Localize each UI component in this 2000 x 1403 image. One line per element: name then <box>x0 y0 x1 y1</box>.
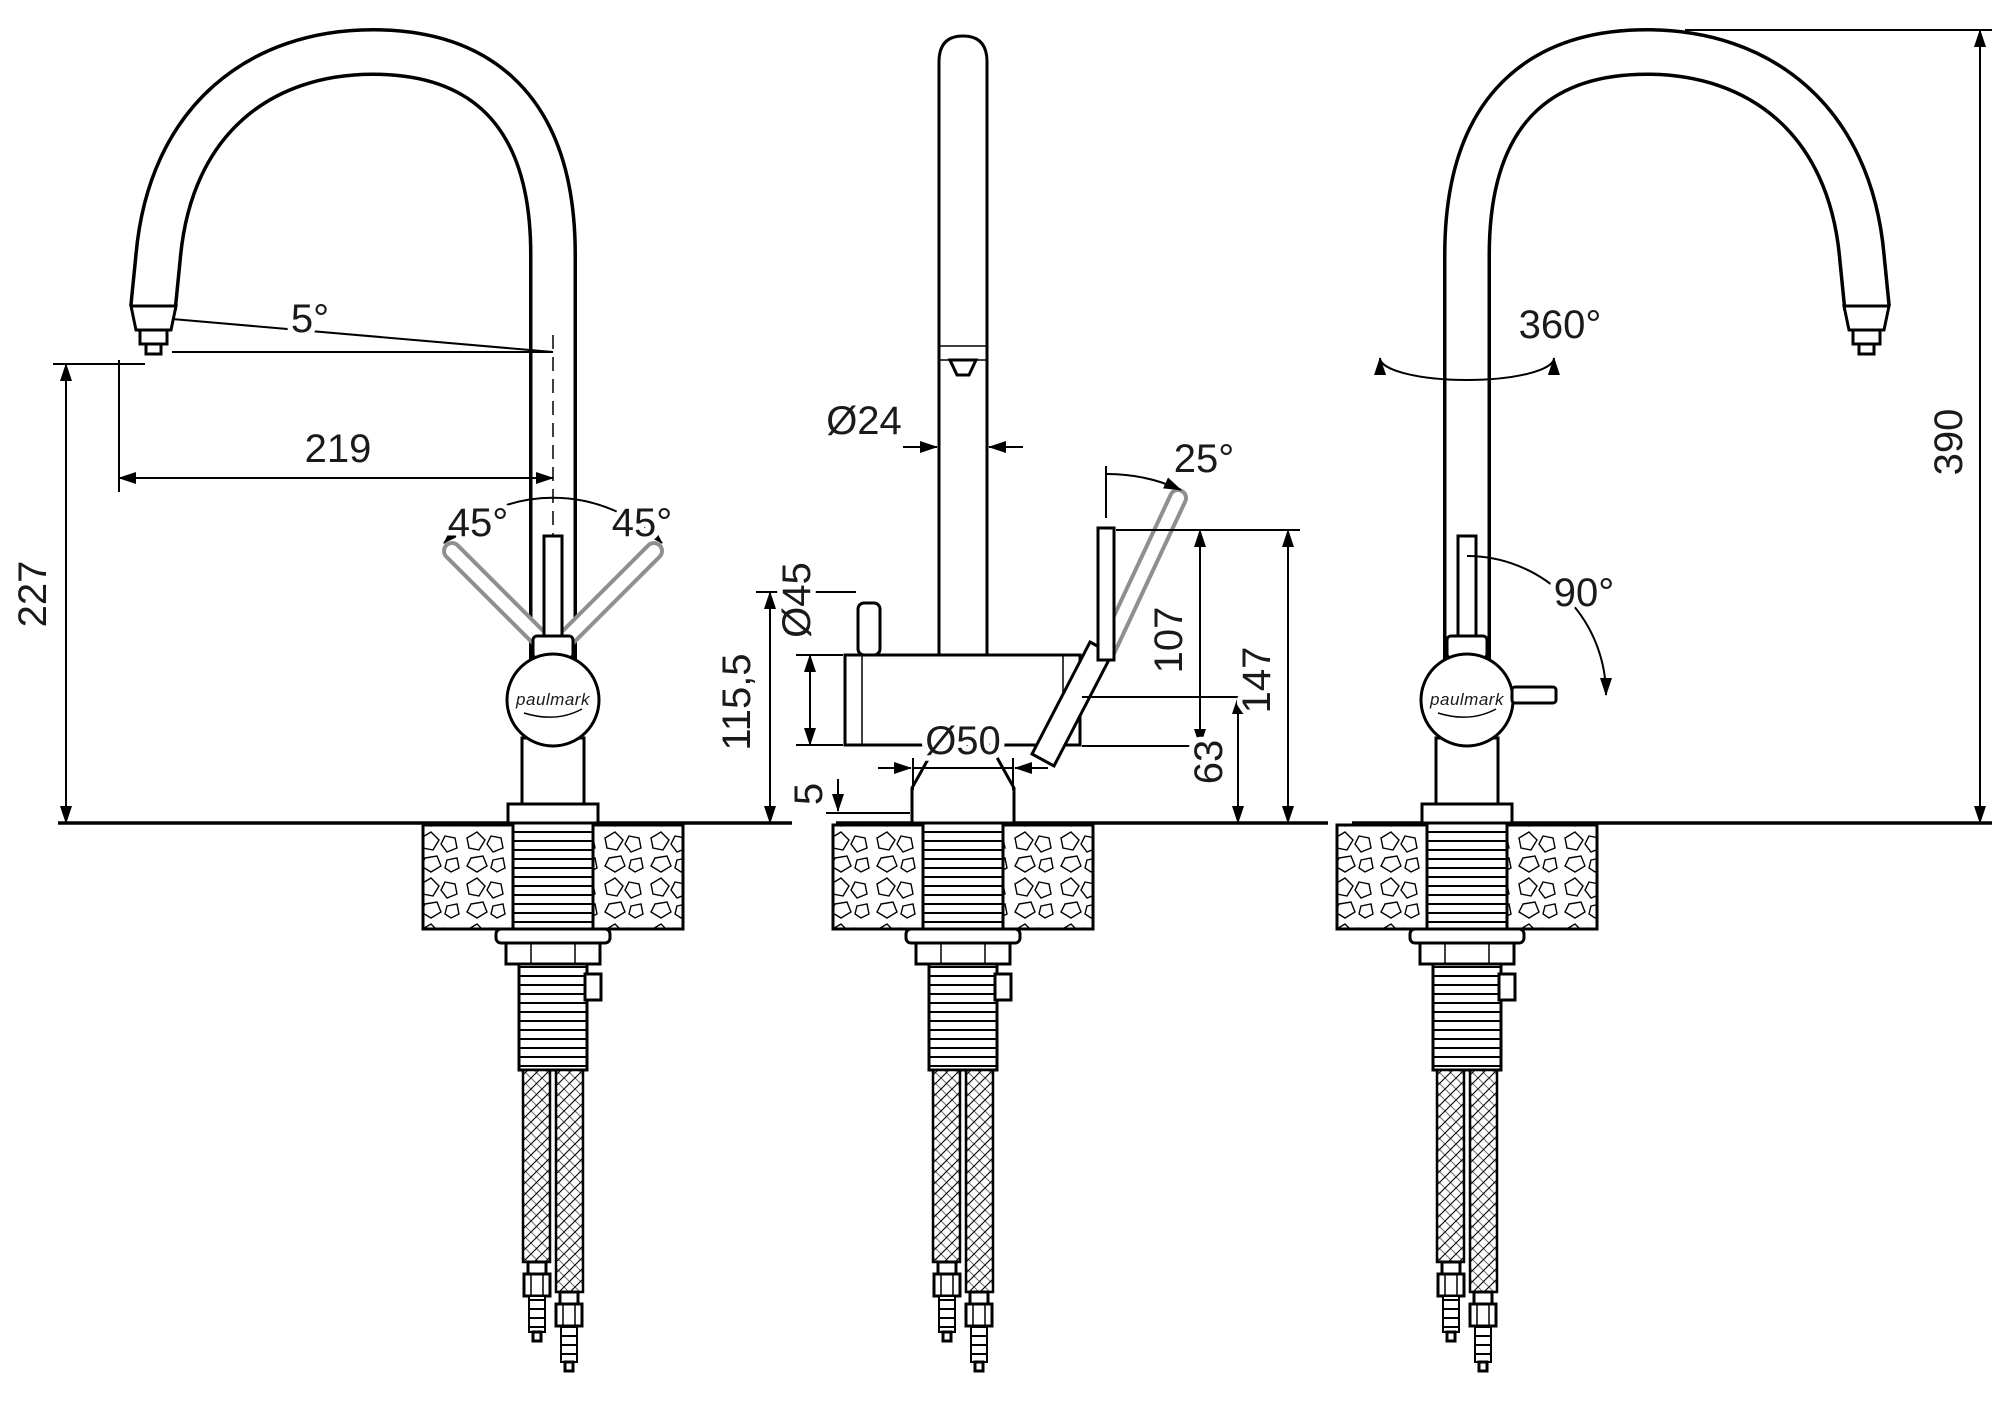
dim-label-body-height: 115,5 <box>715 653 759 750</box>
brand-logo: paulmark <box>1429 690 1505 709</box>
dimension-5deg: 5° <box>171 292 554 353</box>
faucet-body: paulmark <box>505 652 601 825</box>
dim-label-swivel-angle: 360° <box>1519 303 1602 347</box>
dimension-219: 219 <box>118 360 554 492</box>
mounting-hardware-center <box>831 821 1095 1373</box>
dimension-d45: Ø45 <box>770 557 843 746</box>
dimension-25deg: 25° <box>1105 432 1240 518</box>
dimension-63: 63 <box>1082 696 1252 824</box>
brand-logo-swoosh <box>523 708 583 718</box>
dimension-227: 227 <box>6 363 145 824</box>
spout-tip <box>129 304 178 356</box>
body-block <box>843 653 1082 825</box>
faucet-body: paulmark <box>1419 652 1515 825</box>
dimension-d50: Ø50 <box>878 714 1048 790</box>
front-view: Ø24 25° 115,5 Ø45 Ø50 <box>710 34 1300 825</box>
dim-label-spout-diameter: Ø24 <box>826 399 902 443</box>
dim-label-overall-height: 390 <box>1927 409 1971 476</box>
mounting-hardware-right <box>1335 821 1599 1373</box>
handle-side-position <box>1510 685 1558 705</box>
dimension-115-5: 115,5 <box>710 591 856 824</box>
mounting-hardware-left <box>421 821 685 1373</box>
dim-label-base-diameter: Ø50 <box>925 719 1001 763</box>
right-side-view: paulmark 360° 390 90° <box>1374 27 1992 825</box>
dim-label-body-diameter: Ø45 <box>775 562 819 638</box>
handle-lever <box>1456 534 1478 640</box>
brand-logo-swoosh <box>1437 708 1497 718</box>
dim-label-spout-angle: 5° <box>291 297 329 341</box>
dim-label-handle-height: 107 <box>1147 607 1191 674</box>
spout-tip <box>1842 304 1891 356</box>
dim-label-handle-rotation: 90° <box>1554 571 1615 615</box>
dim-label-base-to-outlet: 63 <box>1187 740 1231 785</box>
dimension-5: 5 <box>782 777 910 814</box>
spout-joint <box>939 345 987 377</box>
handle-lever <box>542 534 564 640</box>
brand-logo: paulmark <box>515 690 591 709</box>
dim-label-deck-thickness: 5 <box>787 783 831 805</box>
dimension-107: 107 <box>1082 529 1300 747</box>
dim-label-spout-height: 227 <box>11 561 55 628</box>
handle-positions <box>1096 488 1188 662</box>
handle-lever <box>1096 526 1116 662</box>
spout-column <box>937 34 989 658</box>
dim-label-swing-right: 45° <box>612 501 673 545</box>
dimension-360deg: 360° <box>1374 298 1607 381</box>
side-pin <box>856 601 882 657</box>
dim-label-total-height: 147 <box>1235 647 1279 714</box>
dim-label-handle-angle: 25° <box>1174 437 1235 481</box>
dimension-d24: Ø24 <box>821 394 1023 453</box>
dimension-45deg: 45° 45° <box>442 496 678 551</box>
dim-label-spout-reach: 219 <box>305 427 372 471</box>
left-side-view: paulmark 5° 219 227 45° 45° <box>6 27 678 825</box>
dim-label-swing-left: 45° <box>448 501 509 545</box>
dimension-90deg: 90° <box>1466 555 1620 696</box>
dimension-147: 147 <box>1230 529 1294 824</box>
dimension-390: 390 <box>1685 29 1992 824</box>
